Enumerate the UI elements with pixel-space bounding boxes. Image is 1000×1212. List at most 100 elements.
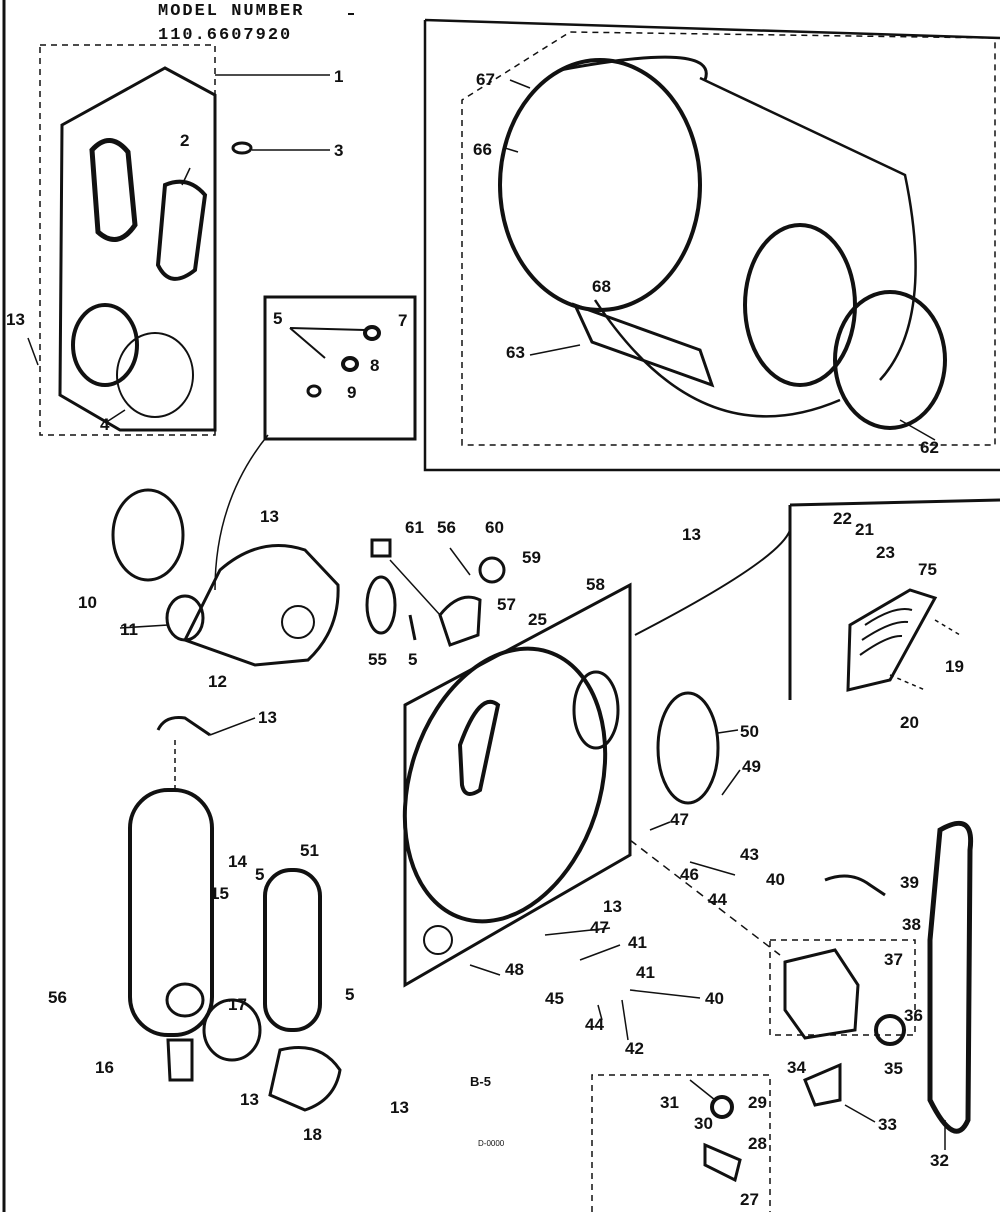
motor-group [629,820,974,1134]
hardware-box [263,295,417,441]
callout-13b: 13 [260,507,279,526]
callout-1: 1 [334,67,343,86]
callout-55: 55 [368,650,387,669]
callout-39: 39 [900,873,919,892]
callout-10: 10 [78,593,97,612]
callout-41a: 41 [628,933,647,952]
idler-group [591,1074,771,1212]
callout-13g: 13 [390,1098,409,1117]
callout-5d: 5 [345,985,354,1004]
callout-15: 15 [210,884,229,903]
filter-opening-icon [71,303,139,387]
bulkhead-vent-icon [457,699,501,796]
blower-wheel-icon [111,488,185,582]
blower-hub-icon [281,605,315,639]
callout-40a: 40 [766,870,785,889]
drum-front-icon [498,58,702,312]
idler-bracket-icon [703,1142,742,1183]
callout-13c: 13 [258,708,277,727]
clip-icon [306,384,322,398]
duct-bracket-icon [166,1038,194,1082]
lamp-lens-icon [478,556,506,584]
callout-8: 8 [370,356,379,375]
heater-icon [846,588,938,692]
callout-19: 19 [945,657,964,676]
blower-outlet-icon [165,594,205,642]
bulkhead-icon [403,582,632,988]
callout-33: 33 [878,1115,897,1134]
pulley-icon [874,1014,906,1046]
callout-41b: 41 [636,963,655,982]
callout-32: 32 [930,1151,949,1170]
drum-seal-icon [833,290,947,430]
drum-group [423,18,1000,472]
lamp-socket-icon [370,538,392,558]
idler-box [591,1074,771,1212]
callout-48: 48 [505,960,524,979]
callout-13a: 13 [6,310,25,329]
callout-29: 29 [748,1093,767,1112]
toe-panel-group [128,788,342,1112]
heater-group [788,498,1000,700]
callout-47a: 47 [670,810,689,829]
drum-baffle-icon [572,302,715,388]
callout-27: 27 [740,1190,759,1209]
lint-seal-icon [116,332,194,418]
blower-group [111,434,340,790]
bulkhead-drum-opening-icon [402,646,608,924]
lamp-bulb-icon [365,575,397,635]
callout-51: 51 [300,841,319,860]
exhaust-tube-icon [268,1046,342,1112]
exhaust-duct-icon [128,788,214,1037]
callout-63: 63 [506,343,525,362]
motor-box [769,939,916,1036]
callout-44a: 44 [708,890,727,909]
heater-box [788,498,1000,700]
callout-46: 46 [680,865,699,884]
hardware-box-group [263,295,417,441]
lint-duct-icon [263,868,322,1032]
callout-21: 21 [855,520,874,539]
callout-43: 43 [740,845,759,864]
callout-47b: 47 [590,918,609,937]
motor-spring-icon [824,874,886,897]
washer-icon [341,356,359,372]
callout-31: 31 [660,1093,679,1112]
callout-36: 36 [904,1006,923,1025]
callout-16: 16 [95,1058,114,1077]
front-panel-group [27,44,330,436]
callout-30: 30 [694,1114,713,1133]
callout-13e: 13 [603,897,622,916]
callout-58: 58 [586,575,605,594]
blower-housing-icon [182,544,340,667]
motor-icon [783,948,860,1040]
motor-mount-icon [803,1062,842,1107]
callout-3: 3 [334,141,343,160]
callout-5b: 5 [408,650,417,669]
callout-37: 37 [884,950,903,969]
callout-14: 14 [228,852,247,871]
idler-pulley-icon [710,1095,734,1119]
callout-57: 57 [497,595,516,614]
callout-28: 28 [748,1134,767,1153]
callout-68: 68 [592,277,611,296]
drum-box [461,31,996,446]
callout-23: 23 [876,543,895,562]
nut-icon [363,325,381,341]
callout-13f: 13 [240,1090,259,1109]
bulkhead-group [402,529,791,988]
front-panel-icon [58,66,217,432]
callout-66: 66 [473,140,492,159]
callout-56b: 56 [48,988,67,1007]
callout-56a: 56 [437,518,456,537]
lamp-housing-icon [438,595,482,647]
callout-5c: 5 [255,865,264,884]
callout-2: 2 [180,131,189,150]
drum-rear-opening-icon [743,223,857,387]
callout-5a: 5 [273,309,282,328]
callout-40b: 40 [705,989,724,1008]
callout-22: 22 [833,509,852,528]
callout-45: 45 [545,989,564,1008]
screw-icon [231,141,253,155]
